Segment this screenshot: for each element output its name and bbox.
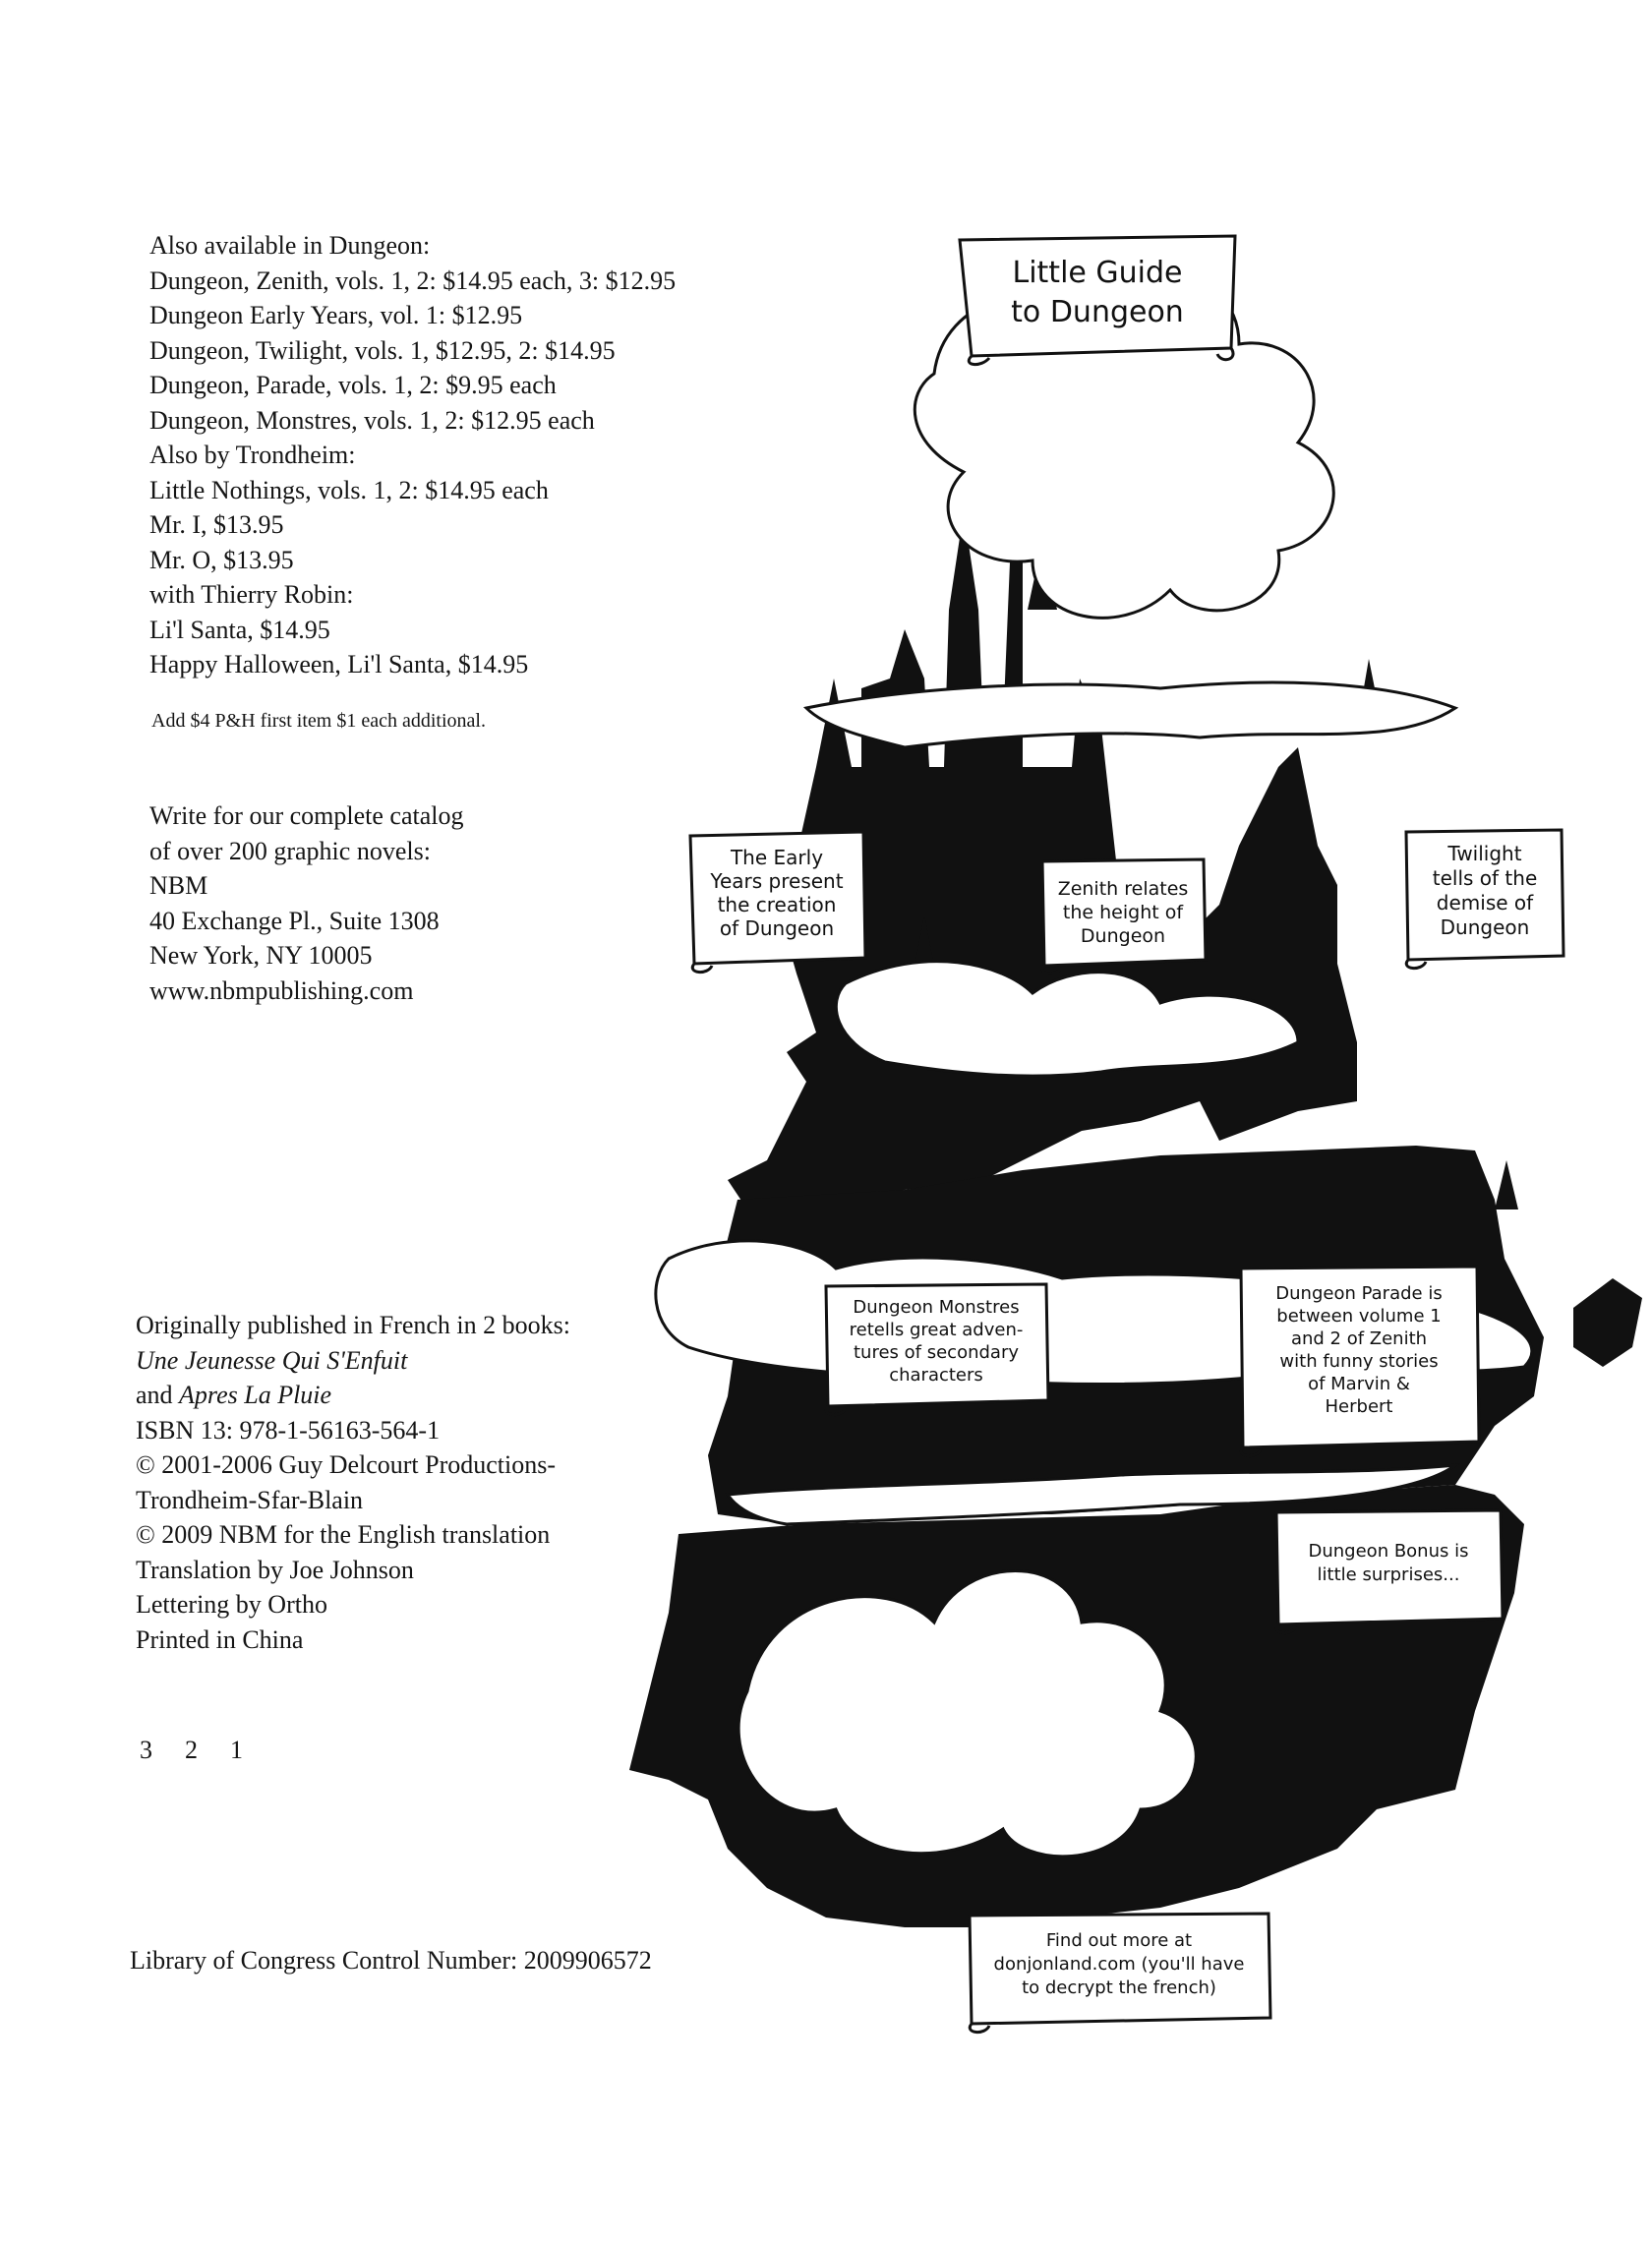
scroll-parade: Dungeon Parade is between volume 1 and 2… <box>1233 1261 1485 1459</box>
scroll-line: of Dungeon <box>719 916 835 940</box>
contact-line: New York, NY 10005 <box>149 941 373 970</box>
catalog-line: Dungeon, Monstres, vols. 1, 2: $12.95 ea… <box>149 405 595 435</box>
website-line[interactable]: donjonland.com (you'll have <box>993 1954 1245 1975</box>
scroll-line: Dungeon Monstres <box>853 1297 1020 1318</box>
copyright-line: © 2009 NBM for the English translation <box>136 1520 551 1549</box>
scroll-line: Herbert <box>1325 1396 1393 1417</box>
original-title: Apres La Pluie <box>179 1381 332 1409</box>
contact-line: 40 Exchange Pl., Suite 1308 <box>149 906 440 935</box>
scroll-website: Find out more at donjonland.com (you'll … <box>962 1908 1276 2036</box>
catalog-line: Also by Trondheim: <box>149 441 356 469</box>
credits-line: Originally published in French in 2 book… <box>136 1311 570 1339</box>
contact-line: of over 200 graphic novels: <box>149 836 431 865</box>
scroll-line: demise of <box>1436 891 1534 914</box>
scroll-line: Dungeon <box>1080 925 1166 947</box>
credits-line: Printed in China <box>136 1624 304 1654</box>
scroll-line: and 2 of Zenith <box>1290 1328 1428 1349</box>
catalog-list: Also available in Dungeon: Dungeon, Zeni… <box>149 228 676 682</box>
scroll-line: to Dungeon <box>1011 295 1184 329</box>
scroll-line: characters <box>889 1365 983 1386</box>
scroll-line: Zenith relates <box>1057 878 1189 900</box>
scroll-line: Dungeon <box>1440 915 1530 939</box>
scroll-zenith: Zenith relates the height of Dungeon <box>1036 856 1210 975</box>
catalog-line: with Thierry Robin: <box>149 580 354 609</box>
catalog-line: Li'l Santa, $14.95 <box>149 615 330 644</box>
scroll-line: little surprises... <box>1317 1564 1460 1585</box>
catalog-line: Dungeon, Twilight, vols. 1, $12.95, 2: $… <box>149 335 616 365</box>
scroll-line: tells of the <box>1432 866 1538 890</box>
catalog-line: Little Nothings, vols. 1, 2: $14.95 each <box>149 475 549 504</box>
scroll-line: Dungeon Bonus is <box>1308 1541 1469 1562</box>
scroll-line: between volume 1 <box>1276 1306 1442 1327</box>
cloud-band <box>725 1462 1461 1526</box>
scroll-line: Dungeon Parade is <box>1275 1283 1443 1304</box>
isbn: ISBN 13: 978-1-56163-564-1 <box>136 1415 441 1445</box>
original-title: Une Jeunesse Qui S'Enfuit <box>136 1345 408 1375</box>
loc-number: Library of Congress Control Number: 2009… <box>130 1946 652 1975</box>
scroll-bonus: Dungeon Bonus is little surprises... <box>1268 1504 1508 1636</box>
catalog-line: Dungeon, Parade, vols. 1, 2: $9.95 each <box>149 371 557 399</box>
credits-line: Lettering by Ortho <box>136 1590 327 1619</box>
dungeon-tower-illustration <box>629 269 1642 1927</box>
scroll-monstres: Dungeon Monstres retells great adven- tu… <box>818 1278 1054 1418</box>
catalog-line: Dungeon Early Years, vol. 1: $12.95 <box>149 301 523 329</box>
scroll-line: with funny stories <box>1279 1351 1439 1372</box>
scroll-line: retells great adven- <box>849 1320 1024 1340</box>
and-word: and <box>136 1381 180 1409</box>
catalog-line: Dungeon, Zenith, vols. 1, 2: $14.95 each… <box>149 266 677 295</box>
scroll-line: to decrypt the french) <box>1022 1977 1216 1998</box>
contact-block: Write for our complete catalog of over 2… <box>149 798 463 1008</box>
spire <box>1495 1160 1518 1210</box>
catalog-line: Mr. O, $13.95 <box>149 545 294 574</box>
copyright-line: Trondheim-Sfar-Blain <box>136 1485 364 1514</box>
scroll-line: Little Guide <box>1012 256 1183 290</box>
scroll-line: The Early <box>730 846 824 869</box>
printing-digit: 1 <box>230 1736 243 1764</box>
printing-line: 3 2 1 <box>140 1733 275 1768</box>
shipping-note: Add $4 P&H first item $1 each additional… <box>151 710 486 732</box>
contact-line: NBM <box>149 871 208 900</box>
credits-line: Translation by Joe Johnson <box>136 1555 414 1584</box>
website-link[interactable]: www.nbmpublishing.com <box>149 975 414 1005</box>
scroll-title: Little Guide to Dungeon <box>952 232 1243 368</box>
cloud-band <box>802 680 1459 749</box>
scroll-line: Years present <box>710 869 844 893</box>
catalog-line: Also available in Dungeon: <box>149 231 431 260</box>
catalog-line: Mr. I, $13.95 <box>149 510 284 539</box>
creature-silhouette <box>1573 1278 1642 1367</box>
credits-block: Originally published in French in 2 book… <box>136 1308 570 1657</box>
scroll-line: Find out more at <box>1045 1930 1193 1951</box>
credits-line: and Apres La Pluie <box>136 1378 570 1413</box>
scroll-twilight: Twilight tells of the demise of Dungeon <box>1400 826 1569 974</box>
copyright-line: © 2001-2006 Guy Delcourt Productions- <box>136 1450 557 1479</box>
scroll-line: tures of secondary <box>854 1342 1019 1363</box>
printing-digit: 2 <box>185 1736 198 1764</box>
scroll-line: Twilight <box>1447 842 1522 865</box>
scroll-line: of Marvin & <box>1308 1374 1410 1394</box>
printing-digit: 3 <box>140 1736 152 1764</box>
scroll-early-years: The Early Years present the creation of … <box>682 828 871 975</box>
catalog-line: Happy Halloween, Li'l Santa, $14.95 <box>149 650 529 678</box>
cloud-band <box>834 960 1300 1078</box>
contact-line: Write for our complete catalog <box>149 801 464 830</box>
scroll-line: the creation <box>717 893 837 916</box>
scroll-line: the height of <box>1062 902 1184 923</box>
cloud-blob <box>737 1569 1198 1858</box>
